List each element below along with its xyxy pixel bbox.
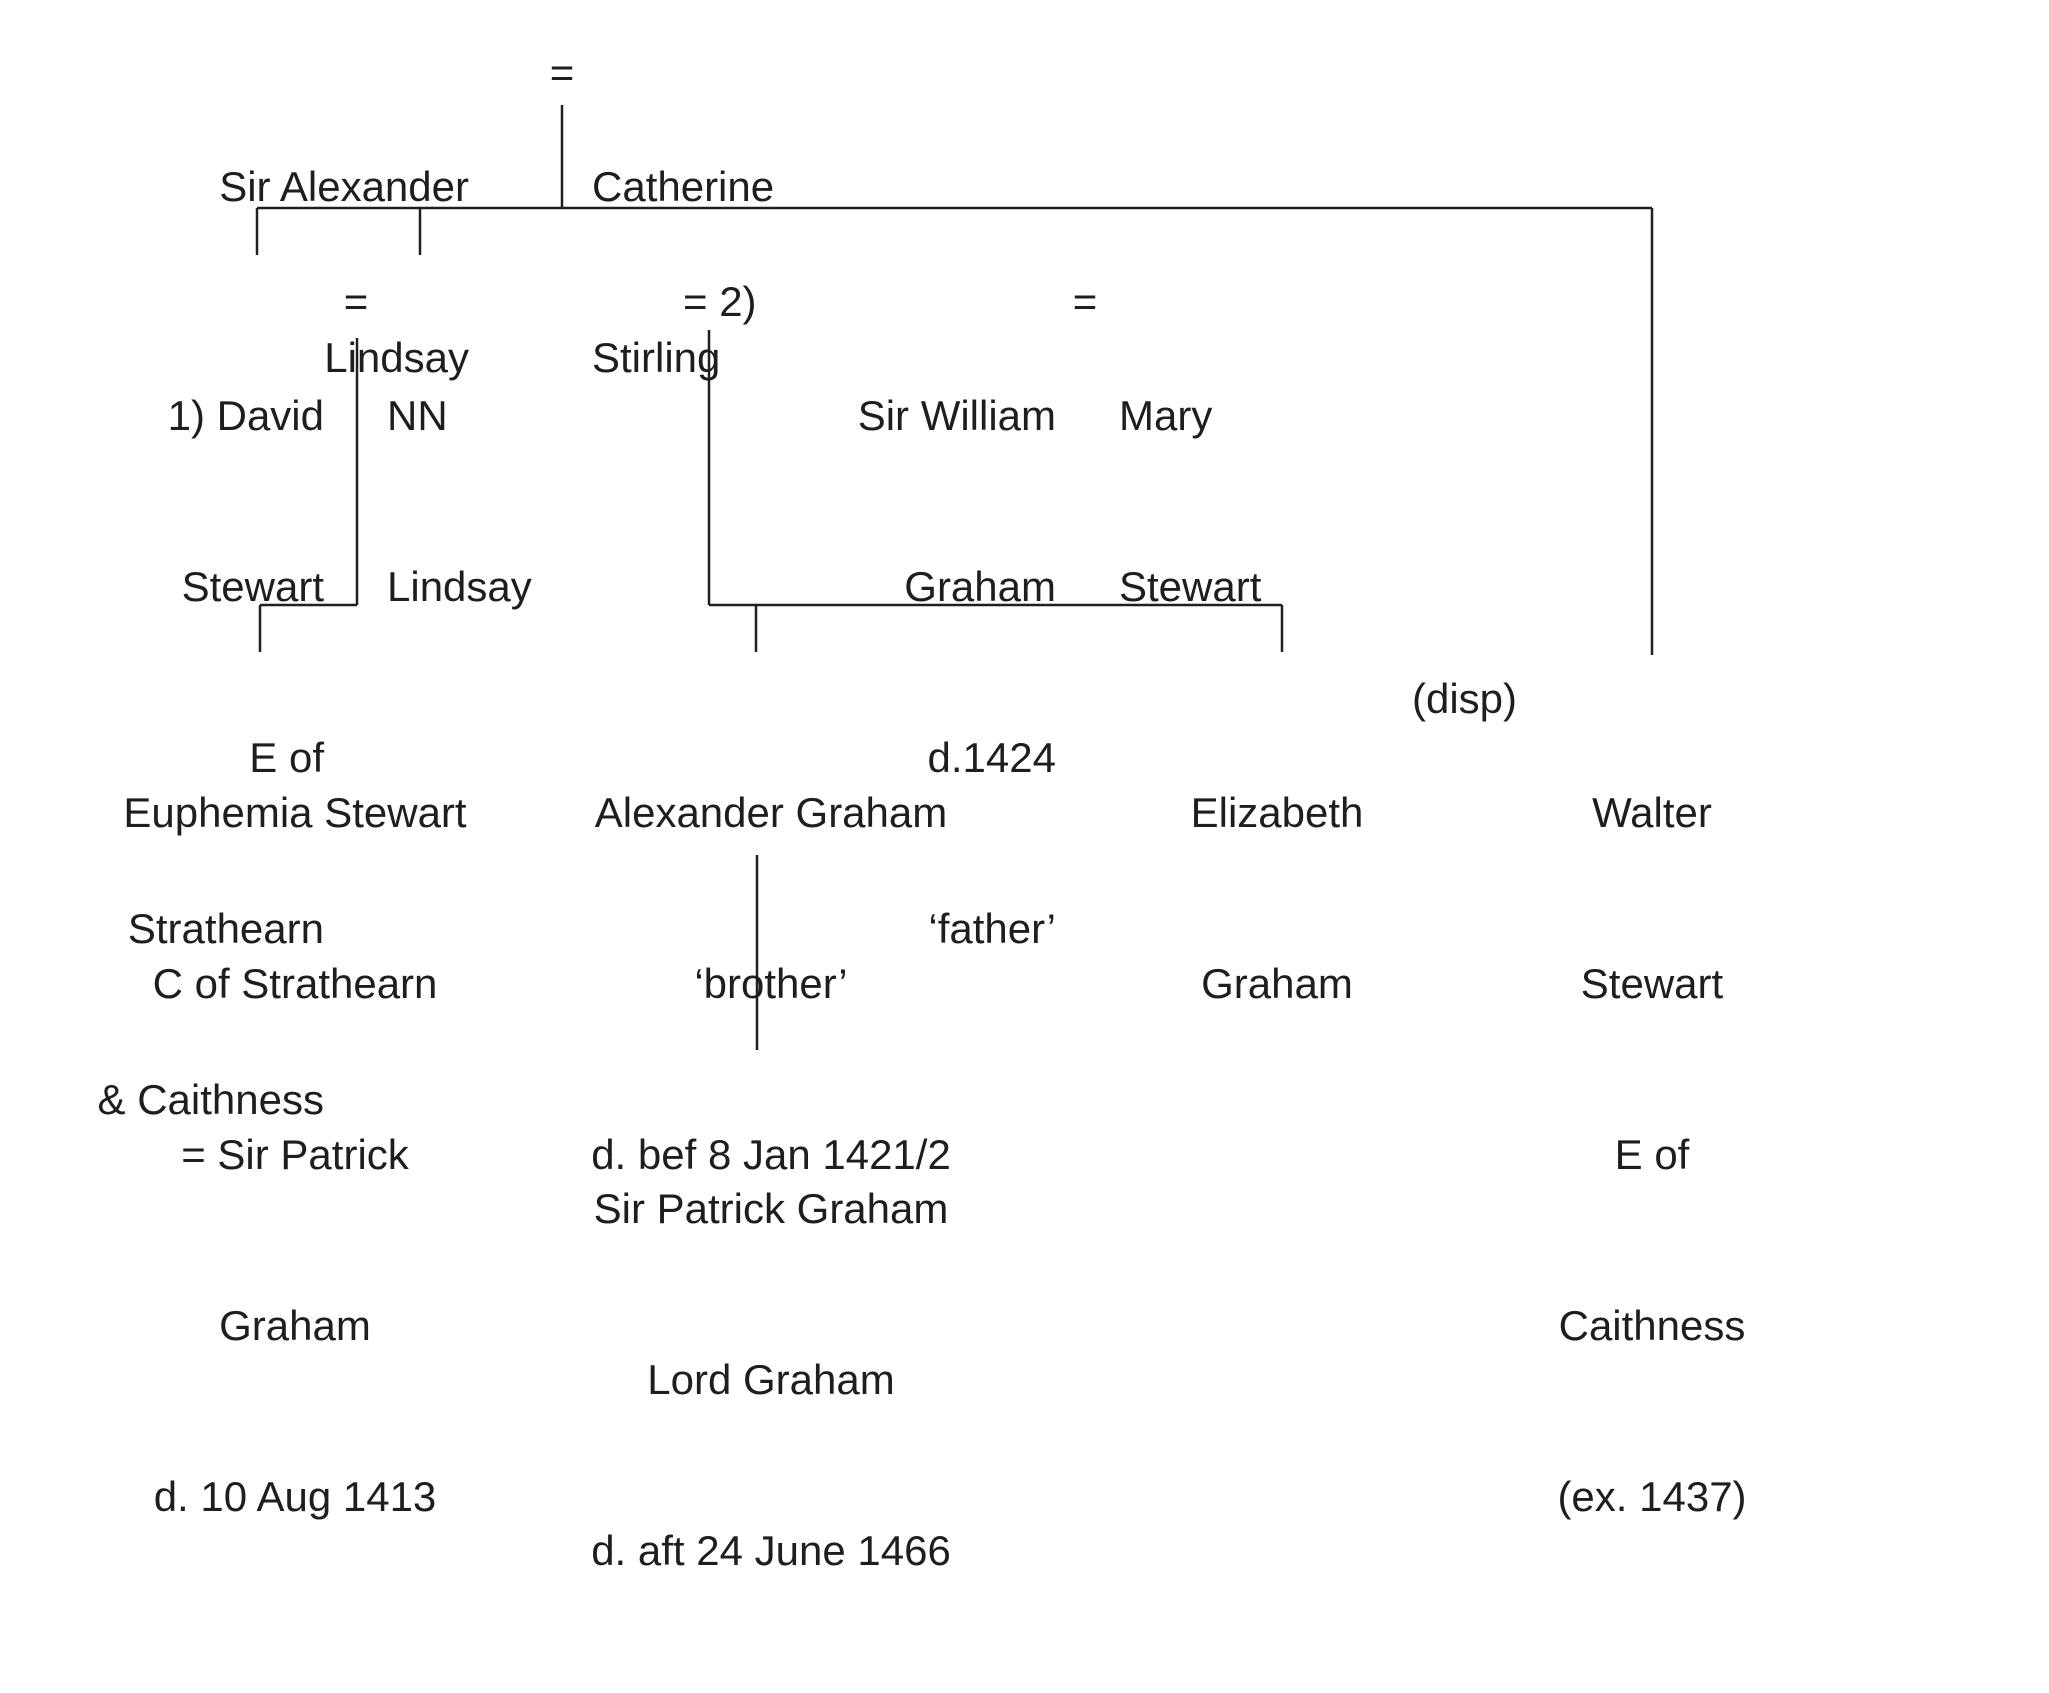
name-line: Strathearn bbox=[127, 905, 324, 952]
person-william-graham: Sir William Graham d.1424 ‘father’ bbox=[858, 273, 1056, 1071]
name-line: ‘brother’ bbox=[694, 960, 848, 1007]
name-line: ‘father’ bbox=[928, 905, 1056, 952]
name-line: Lord Graham bbox=[647, 1356, 895, 1403]
marriage-sign: = bbox=[343, 278, 369, 325]
name-line: & Caithness bbox=[97, 1076, 324, 1123]
disp-note: (disp) bbox=[1412, 675, 1518, 722]
name-line: Sir William bbox=[857, 392, 1056, 439]
person-patrick-graham-lord: Sir Patrick Graham Lord Graham d. aft 24… bbox=[531, 1066, 1011, 1693]
name-line: Caithness bbox=[1558, 1302, 1746, 1349]
name-line: Lindsay bbox=[324, 334, 469, 381]
name-line: d. 10 Aug 1413 bbox=[153, 1473, 437, 1520]
name-line: C of Strathearn bbox=[152, 960, 438, 1007]
name-line: Catherine bbox=[592, 163, 775, 210]
name-line: Stirling bbox=[592, 334, 721, 381]
name-line: Sir Patrick Graham bbox=[593, 1185, 949, 1232]
genealogy-tree: Sir Alexander Lindsay = Catherine Stirli… bbox=[98, 44, 1747, 1574]
marriage-sign: = bbox=[549, 49, 575, 96]
name-line: d. bef 8 Jan 1421/2 bbox=[591, 1131, 951, 1178]
tree-connector-lines bbox=[255, 105, 1654, 1050]
name-line: NN bbox=[387, 392, 448, 439]
name-line: E of bbox=[249, 734, 324, 781]
name-line: (ex. 1437) bbox=[1557, 1473, 1747, 1520]
person-nn-lindsay: NN Lindsay bbox=[387, 273, 532, 729]
name-line: Stewart bbox=[1580, 960, 1724, 1007]
name-line: Euphemia Stewart bbox=[123, 789, 467, 836]
name-line: Graham bbox=[1201, 960, 1353, 1007]
person-catherine-stirling: Catherine Stirling bbox=[592, 44, 774, 500]
name-line: Elizabeth bbox=[1190, 789, 1364, 836]
name-line: d.1424 bbox=[927, 734, 1056, 781]
name-line: Stewart bbox=[181, 563, 324, 610]
name-line: Lindsay bbox=[387, 563, 532, 610]
person-walter-stewart: Walter Stewart E of Caithness (ex. 1437) bbox=[1517, 670, 1787, 1639]
name-line: E of bbox=[1614, 1131, 1690, 1178]
name-line: Alexander Graham bbox=[594, 789, 948, 836]
name-line: Walter bbox=[1592, 789, 1712, 836]
name-line: Mary bbox=[1119, 392, 1213, 439]
name-line: d. aft 24 June 1466 bbox=[591, 1527, 951, 1574]
name-line: Stewart bbox=[1119, 563, 1262, 610]
marriage-sign: = bbox=[1072, 278, 1098, 325]
person-euphemia-stewart: Euphemia Stewart C of Strathearn = Sir P… bbox=[60, 670, 530, 1639]
name-line: Graham bbox=[219, 1302, 371, 1349]
name-line: Sir Alexander bbox=[219, 163, 469, 210]
second-marriage-marker: = 2) bbox=[683, 278, 757, 325]
person-david-stewart: 1) David Stewart E of Strathearn & Caith… bbox=[98, 273, 324, 1242]
name-line: Graham bbox=[904, 563, 1056, 610]
person-mary-stewart: Mary Stewart bbox=[1119, 273, 1261, 729]
person-alexander-lindsay: Sir Alexander Lindsay bbox=[219, 44, 469, 500]
name-line: = Sir Patrick bbox=[181, 1131, 409, 1178]
person-alexander-graham: Alexander Graham ‘brother’ d. bef 8 Jan … bbox=[531, 670, 1011, 1297]
name-line: 1) David bbox=[167, 392, 324, 439]
person-elizabeth-graham: Elizabeth Graham bbox=[1152, 670, 1402, 1126]
